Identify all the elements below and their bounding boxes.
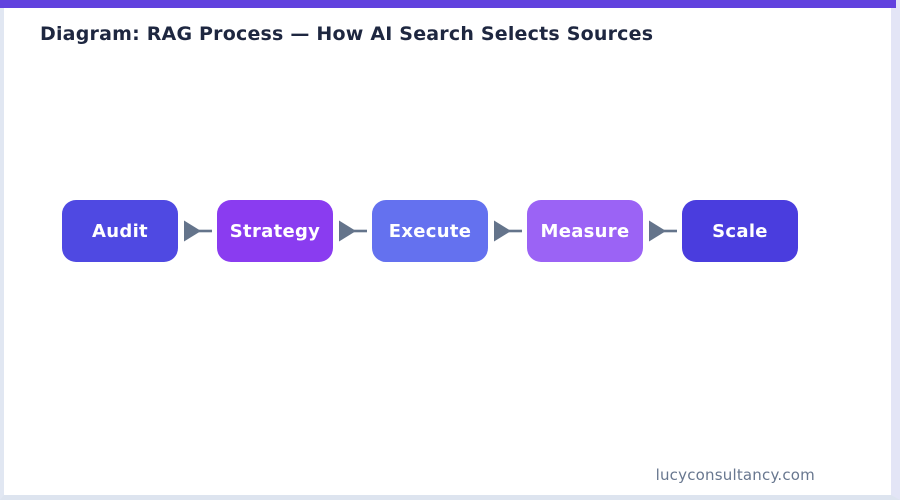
flow-node-audit: Audit <box>62 200 178 262</box>
flow-node-label: Execute <box>388 220 472 242</box>
flow-arrow-icon <box>333 200 372 262</box>
flow-node-measure: Measure <box>527 200 643 262</box>
process-flow: Audit Strategy Execute <box>62 200 798 262</box>
flow-node-label: Measure <box>540 220 630 242</box>
flow-arrow-icon <box>178 200 217 262</box>
footer-watermark: lucyconsultancy.com <box>655 466 815 484</box>
flow-arrow-icon <box>488 200 527 262</box>
flow-node-strategy: Strategy <box>217 200 333 262</box>
flow-node-label: Audit <box>92 220 148 242</box>
flow-node-label: Strategy <box>229 220 321 242</box>
flow-node-label: Scale <box>712 220 768 242</box>
flow-node-scale: Scale <box>682 200 798 262</box>
flow-node-execute: Execute <box>372 200 488 262</box>
page-title: Diagram: RAG Process — How AI Search Sel… <box>40 23 654 45</box>
flow-arrow-icon <box>643 200 682 262</box>
top-accent-bar <box>0 0 896 8</box>
